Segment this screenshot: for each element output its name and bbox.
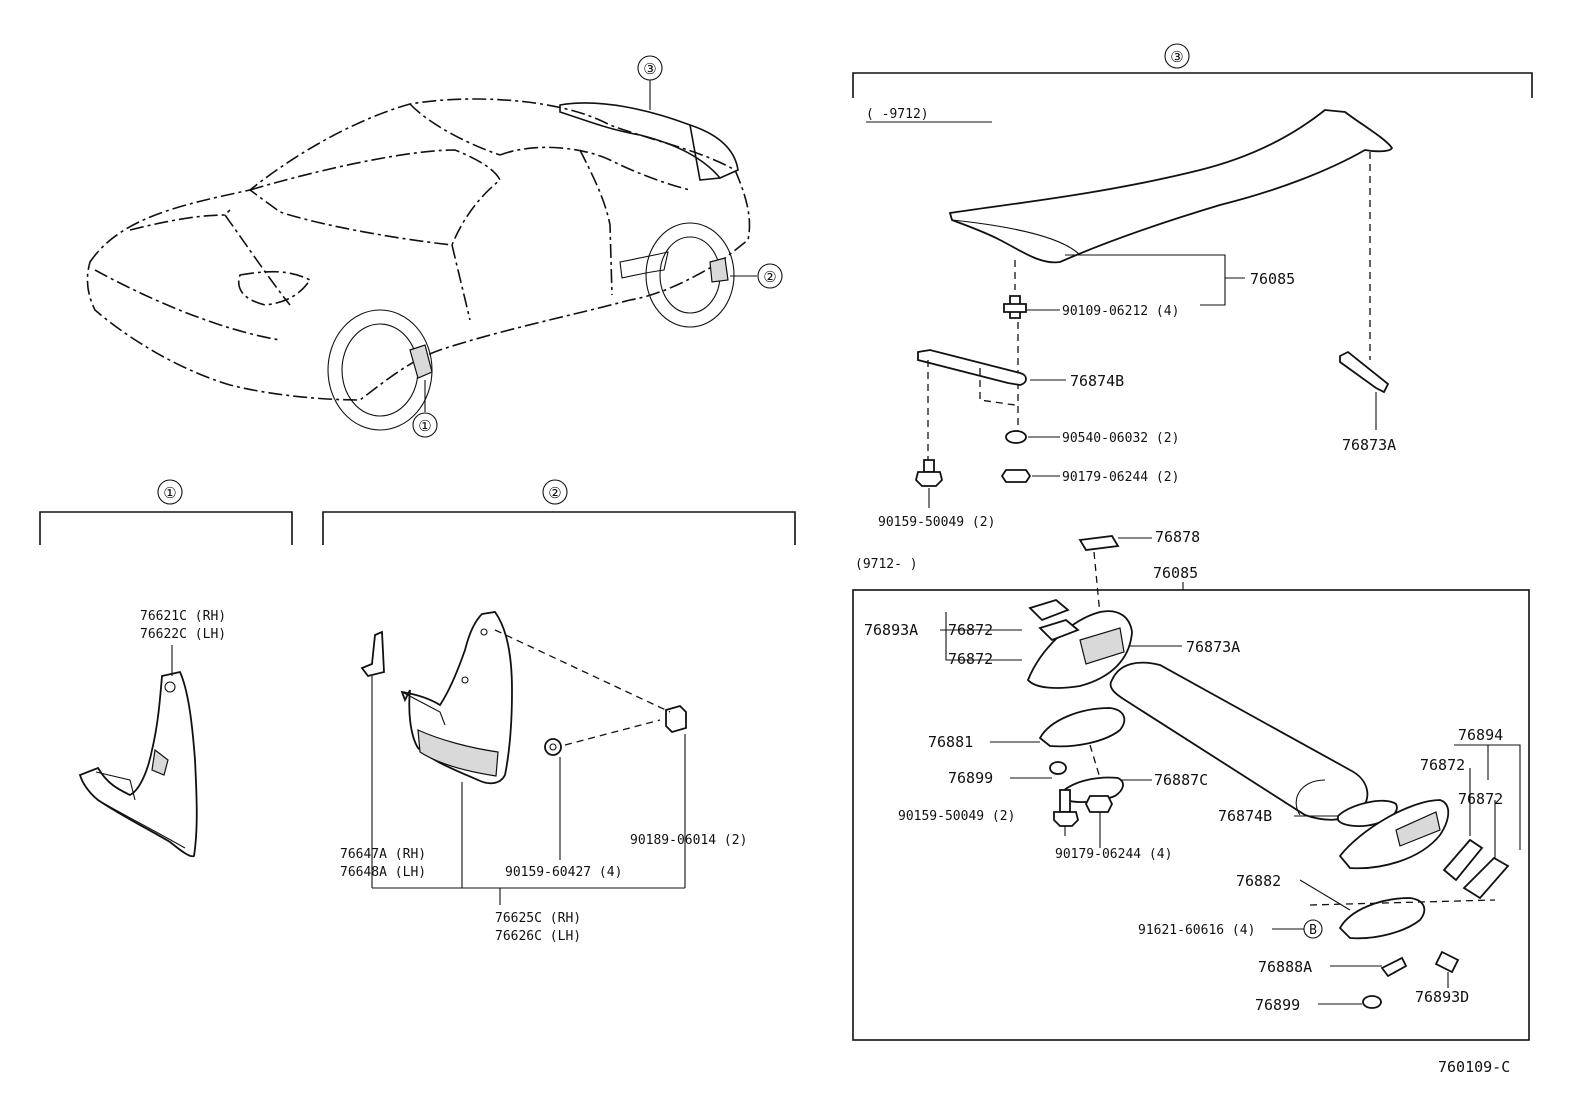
cover-lower-number[interactable]: 76872	[948, 650, 993, 668]
range-late-label: (9712- )	[855, 557, 918, 572]
screw-late-number[interactable]: 90159-50049 (2)	[898, 809, 1015, 824]
clip[interactable]	[665, 704, 687, 734]
rear-mudguard-lh-number[interactable]: 76648A (LH)	[340, 865, 426, 880]
mudguard-set-rh-number[interactable]: 76625C (RH)	[495, 911, 581, 926]
nut-late-number[interactable]: 90179-06244 (4)	[1055, 847, 1172, 862]
set-left-number[interactable]: 76893A	[864, 621, 918, 639]
stay-right[interactable]	[1338, 799, 1450, 870]
front-mudguard-lh-number[interactable]: 76622C (LH)	[140, 627, 226, 642]
bracket-a-early-number[interactable]: 76873A	[1342, 436, 1396, 454]
nut-small2-number[interactable]: 76899	[1255, 996, 1300, 1014]
callout-two-label: ②	[763, 268, 776, 286]
front-mudguard-rh[interactable]	[78, 670, 198, 858]
wing-late[interactable]	[1109, 661, 1369, 821]
car-callout-2[interactable]: ②	[757, 263, 783, 289]
label-76878[interactable]	[1078, 535, 1120, 551]
pad-right-number[interactable]: 76882	[1236, 872, 1281, 890]
plate-number[interactable]: 76887C	[1154, 771, 1208, 789]
clip-number[interactable]: 90189-06014 (2)	[630, 833, 747, 848]
spoiler-early-number[interactable]: 76085	[1250, 270, 1295, 288]
range-early-label: ( -9712)	[866, 107, 929, 122]
screw-early-number[interactable]: 90159-50049 (2)	[878, 515, 995, 530]
b-mark-label: B	[1309, 923, 1317, 938]
car-illustration	[86, 80, 757, 431]
bracket-76874b-early[interactable]	[917, 349, 1027, 386]
section-2-title: ②	[548, 484, 561, 502]
mudguard-set-lh-number[interactable]: 76626C (LH)	[495, 929, 581, 944]
bracket-b-early-number[interactable]: 76874B	[1070, 372, 1124, 390]
spoiler-late: (9712- ) 76085 76878	[852, 528, 1530, 1041]
section-1-title: ①	[163, 484, 176, 502]
pad-76881[interactable]	[1038, 707, 1126, 748]
pad-76882[interactable]	[1338, 897, 1426, 940]
bolt-early-number[interactable]: 90109-06212 (4)	[1062, 304, 1179, 319]
cover-r1-number[interactable]: 76872	[1420, 756, 1465, 774]
b-mark: B	[1303, 919, 1323, 939]
spoiler-early: ( -9712) 76085 90109-06212 (4) 76874B 90…	[866, 107, 1396, 530]
nut-small-number[interactable]: 76899	[948, 769, 993, 787]
bracket-76873a-early[interactable]	[1339, 350, 1390, 394]
washer-early-number[interactable]: 90540-06032 (2)	[1062, 431, 1179, 446]
pad-number[interactable]: 76881	[928, 733, 973, 751]
diagram-code: 760109-C	[1438, 1058, 1510, 1076]
nut-early-number[interactable]: 90179-06244 (2)	[1062, 470, 1179, 485]
rear-mudguard-rh-number[interactable]: 76647A (RH)	[340, 847, 426, 862]
screw-number[interactable]: 90159-60427 (4)	[505, 865, 622, 880]
stay-small-number[interactable]: 76888A	[1258, 958, 1312, 976]
label-late-number[interactable]: 76878	[1155, 528, 1200, 546]
front-mudguard-rh-number[interactable]: 76621C (RH)	[140, 609, 226, 624]
section-3: ③	[852, 43, 1533, 98]
cover-upper-number[interactable]: 76872	[948, 621, 993, 639]
spoiler-late-number[interactable]: 76085	[1153, 564, 1198, 582]
car-callout-3[interactable]: ③	[637, 55, 663, 81]
callout-three-label: ③	[643, 60, 656, 78]
section-1: ① 76621C (RH) 76622C (LH)	[39, 479, 293, 858]
grommet-number[interactable]: 76893D	[1415, 988, 1469, 1006]
stay-76888a[interactable]	[1380, 956, 1408, 978]
car-callout-1[interactable]: ①	[412, 412, 438, 438]
clip-late-number[interactable]: 91621-60616 (4)	[1138, 923, 1255, 938]
section-3-title: ③	[1170, 48, 1183, 66]
stay-left-number[interactable]: 76873A	[1186, 638, 1240, 656]
set-right-number[interactable]: 76894	[1458, 726, 1503, 744]
section-2: ② 76647A (RH) 76648A (LH) 90159-60427 (4…	[322, 479, 796, 944]
callout-one-label: ①	[418, 417, 431, 435]
cover-r2-number[interactable]: 76872	[1458, 790, 1503, 808]
bracket-small[interactable]	[360, 630, 385, 678]
rear-spoiler-early[interactable]	[948, 109, 1394, 264]
bracket-b-late-number[interactable]: 76874B	[1218, 807, 1272, 825]
